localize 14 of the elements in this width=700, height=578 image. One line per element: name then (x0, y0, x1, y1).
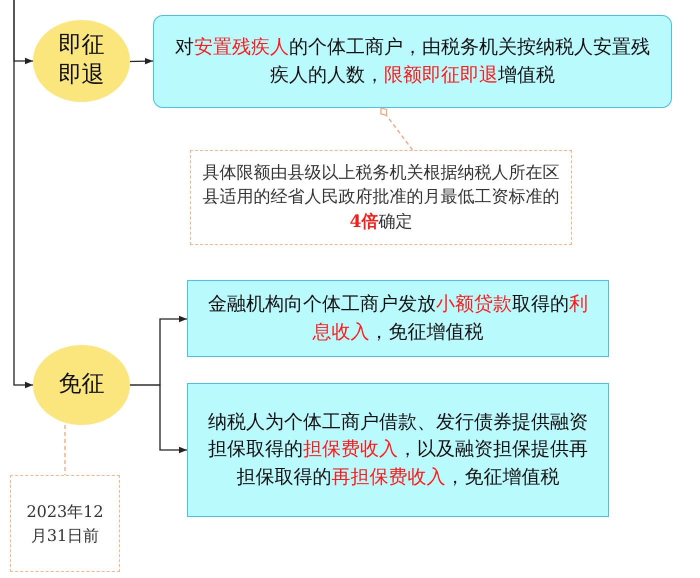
arrow (130, 384, 187, 454)
rule-text: 对安置残疾人的个体工商户，由税务机关按纳税人安置残疾人的人数，限额即征即退增值税 (174, 34, 651, 88)
category-label: 即征即退 (57, 31, 106, 90)
rule-text: 具体限额由县级以上税务机关根据纳税人所在区县适用的经省人民政府批准的月最低工资标准的4倍确定 (202, 162, 560, 234)
rule-text: 纳税人为个体工商户借款、发行债券提供融资担保取得的担保费收入，以及融资担保提供再担保取得的再担保费收入，免征增值税 (207, 410, 589, 490)
rule-text: 2023年12月31日前 (25, 501, 105, 546)
rule-text: 金融机构向个体工商户发放小额贷款取得的利息收入，免征增值税 (207, 292, 589, 344)
arrow (130, 58, 154, 64)
leader-line (64, 425, 66, 475)
date-note-box (10, 475, 120, 572)
category-label: 免征 (57, 370, 106, 400)
leader-line (380, 107, 414, 150)
note-box (190, 150, 572, 245)
arrow (13, 0, 33, 388)
